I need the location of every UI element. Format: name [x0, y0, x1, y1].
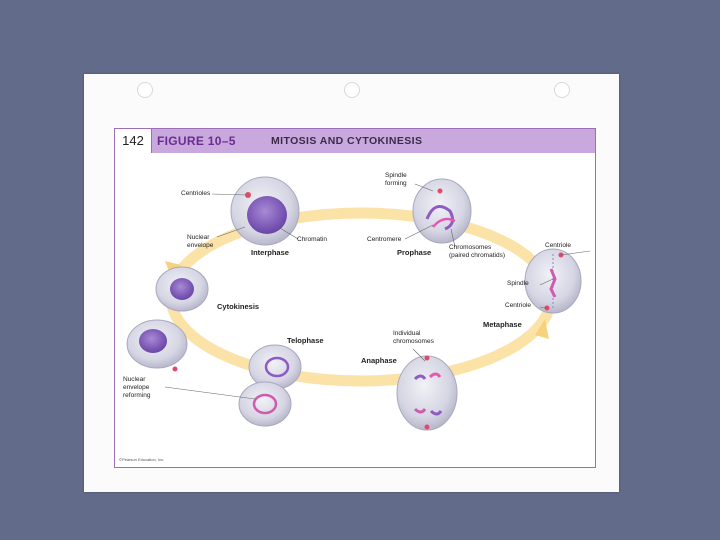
label-nuclear-envelope-reforming: Nuclear	[123, 376, 146, 383]
label-individual-chromosomes-2: chromosomes	[393, 338, 435, 345]
label-nuclear-envelope-reforming-3: reforming	[123, 392, 151, 399]
telophase-cell	[239, 345, 301, 426]
label-centriole-bottom: Centriole	[505, 302, 531, 309]
label-cytokinesis: Cytokinesis	[217, 302, 259, 311]
label-spindle: Spindle	[507, 280, 529, 287]
binder-hole	[344, 82, 360, 98]
binder-hole	[137, 82, 153, 98]
label-interphase: Interphase	[251, 248, 289, 257]
label-nuclear-envelope-reforming-2: envelope	[123, 384, 150, 391]
label-centriole-top: Centriole	[545, 242, 571, 249]
label-spindle-forming-2: forming	[385, 180, 407, 187]
label-individual-chromosomes: Individual	[393, 330, 421, 337]
prophase-cell	[413, 179, 471, 243]
label-paired-chromatids: (paired chromatids)	[449, 252, 505, 259]
label-prophase: Prophase	[397, 248, 431, 257]
cycle-arrow	[165, 213, 551, 381]
anaphase-cell	[397, 356, 457, 431]
cytokinesis-cells	[127, 267, 208, 372]
figure-frame: 142 FIGURE 10–5 MITOSIS AND CYTOKINESIS	[114, 128, 596, 468]
label-anaphase: Anaphase	[361, 356, 397, 365]
label-chromatin: Chromatin	[297, 236, 327, 243]
label-spindle-forming: Spindle	[385, 172, 407, 179]
label-chromosomes: Chromosomes	[449, 244, 492, 251]
textbook-page: 142 FIGURE 10–5 MITOSIS AND CYTOKINESIS	[84, 74, 619, 492]
label-metaphase: Metaphase	[483, 320, 522, 329]
cell-cycle-diagram: Centrioles Nuclear envelope Chromatin In…	[115, 129, 595, 467]
label-nuclear-envelope-2: envelope	[187, 242, 214, 249]
label-centrioles: Centrioles	[181, 190, 211, 197]
copyright-notice: ©Pearson Education, Inc.	[119, 457, 164, 462]
label-nuclear-envelope: Nuclear	[187, 234, 210, 241]
interphase-cell	[231, 177, 299, 245]
binder-hole	[554, 82, 570, 98]
label-telophase: Telophase	[287, 336, 324, 345]
metaphase-cell	[525, 249, 581, 313]
label-centromere: Centromere	[367, 236, 402, 243]
